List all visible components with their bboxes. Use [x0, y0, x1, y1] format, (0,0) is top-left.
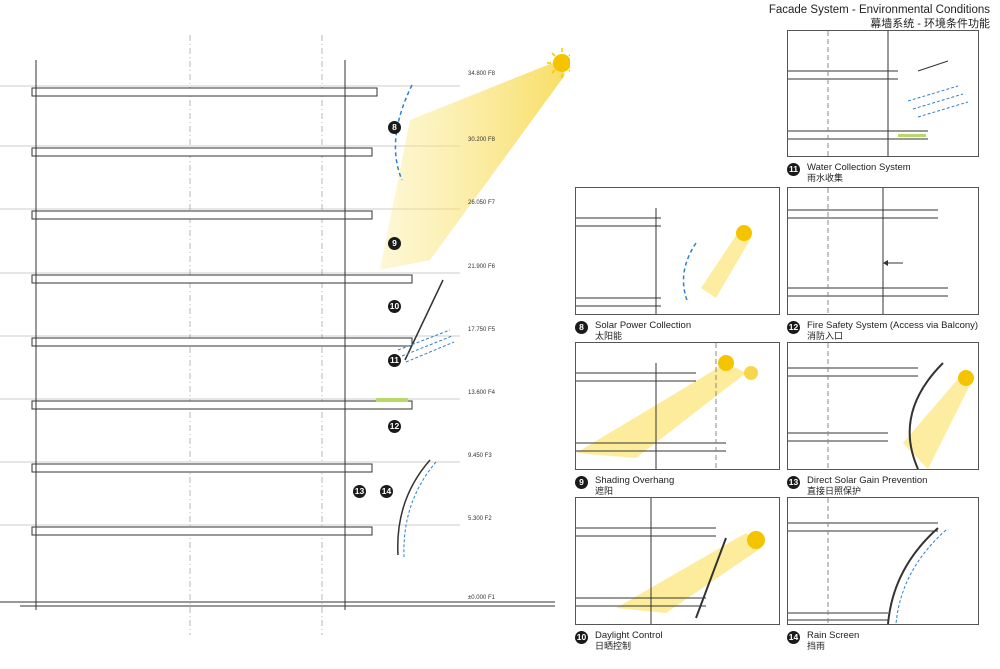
caption-zh: 直接日照保护: [807, 486, 862, 496]
caption-number: 10: [575, 631, 588, 644]
level-label: 30.200 F8: [468, 137, 496, 143]
callout-marker: 11: [388, 354, 401, 367]
building-section: [0, 30, 577, 645]
caption-number: 14: [787, 631, 800, 644]
level-label: 26.050 F7: [468, 200, 496, 206]
caption-en: Water Collection System: [807, 162, 911, 173]
level-label: 9.450 F3: [468, 453, 492, 459]
caption-number: 11: [787, 163, 800, 176]
detail-panel-daylight: [575, 497, 780, 625]
callout-marker: 10: [388, 300, 401, 313]
callout-marker: 12: [388, 420, 401, 433]
callout-marker: 8: [388, 121, 401, 134]
columns: [35, 60, 346, 610]
level-label: 17.750 F5: [468, 327, 496, 333]
floor-slab: [31, 400, 413, 410]
level-label: 5.300 F2: [468, 516, 492, 522]
detail-panel-fire: [787, 187, 979, 315]
caption-zh: 挡雨: [807, 641, 826, 651]
panel-drawing: [788, 188, 948, 314]
title-en: Facade System - Environmental Conditions: [768, 4, 990, 16]
floor-slab: [31, 147, 373, 157]
panel-drawing: [788, 343, 974, 469]
floor-slab: [31, 463, 373, 473]
caption-number: 9: [575, 476, 588, 489]
caption-en: Rain Screen: [807, 630, 860, 641]
caption-number: 8: [575, 321, 588, 334]
panel-drawing: [576, 208, 752, 314]
panel-drawing: [576, 498, 765, 624]
detail-panel-solar: [575, 187, 780, 315]
page-title: Facade System - Environmental Conditions…: [769, 3, 990, 31]
callout-marker: 9: [388, 237, 401, 250]
floor-slab: [31, 526, 373, 536]
detail-panel-rain: [787, 497, 979, 625]
rain-lines: [403, 461, 437, 558]
caption-en: Shading Overhang: [595, 475, 675, 486]
panel-drawing: [576, 343, 758, 469]
caption-zh: 日晒控制: [595, 641, 632, 651]
daylight-fin: [404, 279, 444, 361]
caption-zh: 雨水收集: [807, 173, 844, 183]
detail-panel-shading: [575, 342, 780, 470]
water-lines: [397, 329, 455, 363]
floor-slab: [31, 274, 413, 284]
floor-slab: [31, 87, 378, 97]
ground-line: [0, 601, 555, 607]
caption-en: Direct Solar Gain Prevention: [807, 475, 928, 486]
panel-drawing: [788, 31, 969, 156]
caption-number: 12: [787, 321, 800, 334]
caption-number: 13: [787, 476, 800, 489]
level-label: 21.900 F6: [468, 264, 496, 270]
level-label: ±0.000 F1: [468, 595, 495, 601]
panel-drawing: [788, 498, 947, 624]
level-label: 13.600 F4: [468, 390, 496, 396]
rain-screen: [397, 459, 431, 556]
caption-en: Solar Power Collection: [595, 320, 692, 331]
callout-marker: 14: [380, 485, 393, 498]
caption-zh: 遮阳: [595, 486, 614, 496]
floor-slab: [31, 210, 373, 220]
floor-slab: [31, 337, 413, 347]
callout-marker: 13: [353, 485, 366, 498]
caption-en: Daylight Control: [595, 630, 663, 641]
caption-zh: 太阳能: [595, 331, 623, 341]
detail-panel-water: [787, 30, 979, 157]
caption-en: Fire Safety System (Access via Balcony): [807, 320, 979, 331]
floor-slabs: [0, 85, 460, 536]
sunlight-beam: [380, 60, 565, 270]
title-zh: 幕墙系统 - 环境条件功能: [870, 18, 990, 30]
detail-panel-solar-gain: [787, 342, 979, 470]
section-drawing: [0, 35, 577, 635]
level-label: 34.800 F8: [468, 71, 496, 77]
green-tray: [376, 398, 408, 402]
sun-icon: [553, 54, 571, 72]
caption-zh: 消防入口: [807, 331, 844, 341]
grid-lines: [189, 35, 323, 635]
